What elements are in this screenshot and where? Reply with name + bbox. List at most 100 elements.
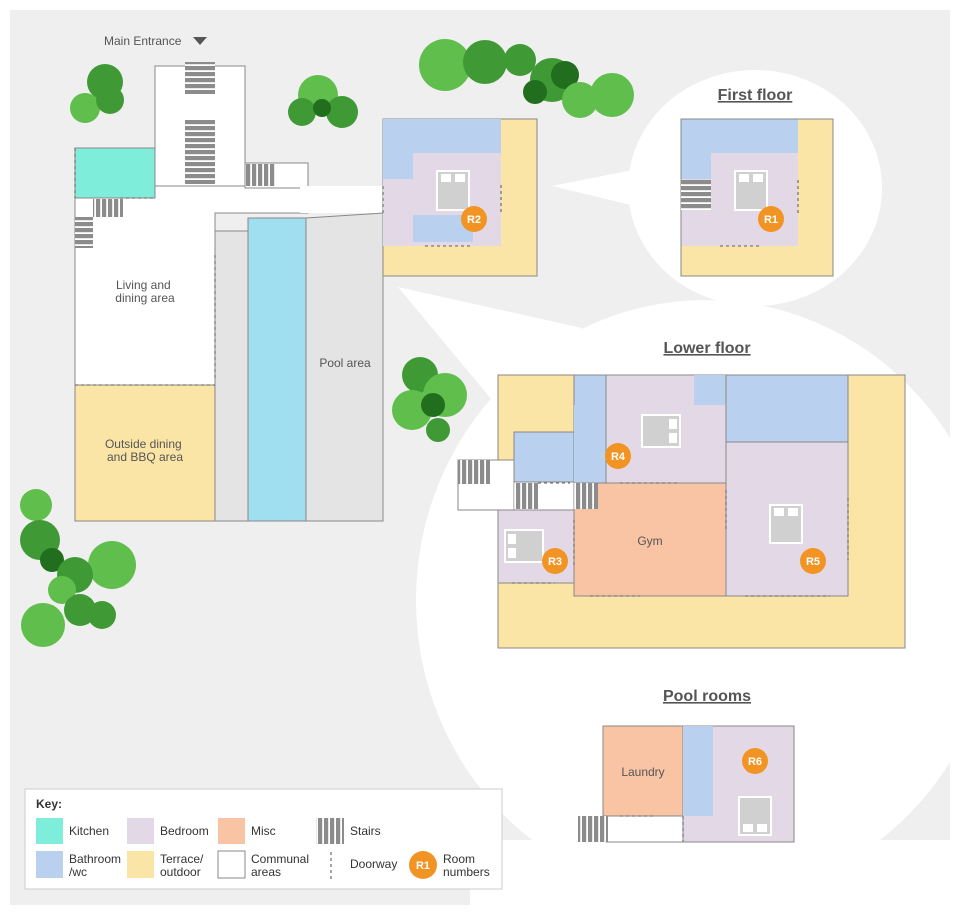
tree-icon bbox=[40, 548, 64, 572]
tree-icon bbox=[426, 418, 450, 442]
lower-stairs-left bbox=[458, 460, 490, 484]
tree-icon bbox=[48, 576, 76, 604]
legend-stairs-swatch bbox=[316, 818, 344, 844]
legend-communal-label: Communal areas bbox=[251, 852, 312, 879]
bed-icon bbox=[504, 529, 544, 563]
room-r2-bathroom bbox=[383, 119, 501, 153]
room-r6-bathroom bbox=[683, 726, 713, 816]
legend-bathroom-label: Bathroom /wc bbox=[69, 852, 124, 879]
legend-misc-swatch bbox=[218, 818, 245, 844]
gym-label: Gym bbox=[637, 534, 662, 548]
first-floor-doorways bbox=[720, 180, 799, 247]
tree-icon bbox=[313, 99, 331, 117]
lower-bathroom-small bbox=[513, 431, 575, 483]
bed-icon bbox=[641, 414, 681, 448]
room-badge-r5: R5 bbox=[800, 548, 826, 574]
bed-icon bbox=[436, 170, 470, 211]
main-doorways bbox=[74, 148, 502, 386]
hall-stairs bbox=[246, 164, 276, 186]
first-floor-stairs bbox=[681, 180, 711, 210]
outside-dining-label: Outside dining and BBQ area bbox=[105, 437, 185, 464]
living-dining-label: Living and dining area bbox=[115, 278, 175, 305]
room-badge-r2: R2 bbox=[461, 206, 487, 232]
legend-misc-label: Misc bbox=[251, 824, 276, 838]
svg-text:R4: R4 bbox=[611, 451, 626, 463]
bed-icon bbox=[734, 170, 768, 211]
lower-floor-title: Lower floor bbox=[663, 340, 750, 357]
tree-icon bbox=[88, 601, 116, 629]
pool-rooms-doorways bbox=[620, 815, 684, 842]
side-corridor bbox=[214, 230, 249, 522]
laundry-label: Laundry bbox=[621, 765, 664, 779]
main-entrance-label: Main Entrance bbox=[104, 34, 182, 48]
room-r5-bathroom bbox=[725, 374, 849, 443]
tree-icon bbox=[463, 40, 507, 84]
legend-bedroom-swatch bbox=[127, 818, 154, 844]
tree-icon bbox=[288, 98, 316, 126]
gym bbox=[573, 482, 727, 597]
pool-rooms-stairs bbox=[578, 816, 608, 842]
first-floor-title: First floor bbox=[718, 87, 793, 104]
room-badge-r1: R1 bbox=[758, 206, 784, 232]
room-r4-bathroom-right bbox=[694, 375, 726, 405]
tree-icon bbox=[523, 80, 547, 104]
room-badge-r4: R4 bbox=[605, 443, 631, 469]
tree-icon bbox=[392, 390, 432, 430]
outside-dining-bbq-area bbox=[74, 384, 216, 522]
lower-floor-doorways bbox=[512, 482, 849, 597]
room-r4-bathroom-left-lower bbox=[574, 405, 592, 483]
svg-text:R3: R3 bbox=[548, 556, 562, 568]
pool-area bbox=[305, 212, 384, 522]
living-stairs bbox=[93, 199, 123, 217]
pool-rooms-passage bbox=[605, 815, 685, 843]
room-badge-r6: R6 bbox=[742, 748, 768, 774]
tree-icon bbox=[20, 489, 52, 521]
tree-icon bbox=[551, 61, 579, 89]
legend-bedroom-label: Bedroom bbox=[160, 824, 209, 838]
svg-text:R6: R6 bbox=[748, 756, 762, 768]
legend-room-badge-text: R1 bbox=[416, 860, 430, 872]
kitchen bbox=[74, 147, 156, 199]
svg-text:R1: R1 bbox=[764, 214, 778, 226]
legend: Key: Kitchen Bedroom Misc Stairs Bathroo… bbox=[24, 788, 503, 890]
tree-icon bbox=[419, 39, 471, 91]
lower-stairs-mid bbox=[514, 483, 538, 509]
room-badge-r3: R3 bbox=[542, 548, 568, 574]
trees bbox=[20, 39, 634, 647]
lower-floor-plan bbox=[457, 374, 906, 649]
bed-icon bbox=[738, 796, 772, 836]
pool-rooms-title: Pool rooms bbox=[663, 688, 751, 705]
legend-room-numbers-label: Room numbers bbox=[443, 852, 490, 879]
tree-icon bbox=[326, 96, 358, 128]
svg-text:R5: R5 bbox=[806, 556, 820, 568]
pool-rooms-plan bbox=[602, 725, 795, 843]
tree-icon bbox=[96, 86, 124, 114]
tree-icon bbox=[64, 594, 96, 626]
legend-stairs-label: Stairs bbox=[350, 824, 381, 838]
swimming-pool bbox=[247, 217, 307, 522]
legend-kitchen-swatch bbox=[36, 818, 63, 844]
tree-icon bbox=[421, 393, 445, 417]
room-r1-bathroom bbox=[681, 119, 798, 153]
entrance-stairs-2 bbox=[185, 120, 215, 184]
tree-icon bbox=[70, 93, 100, 123]
legend-room-badge bbox=[409, 851, 437, 879]
tree-icon bbox=[562, 82, 598, 118]
tree-icon bbox=[88, 541, 136, 589]
entrance-stairs bbox=[185, 62, 215, 94]
legend-title: Key: bbox=[36, 797, 62, 811]
lower-stairs-right bbox=[574, 483, 598, 509]
corridor-connector bbox=[300, 186, 383, 213]
legend-bathroom-swatch bbox=[36, 851, 63, 878]
legend-terrace-swatch bbox=[127, 851, 154, 878]
legend-terrace-label: Terrace/ outdoor bbox=[160, 852, 207, 879]
down-arrow-icon bbox=[193, 37, 207, 45]
tree-icon bbox=[504, 44, 536, 76]
tree-icon bbox=[590, 73, 634, 117]
living-stairs-2 bbox=[75, 217, 93, 248]
svg-text:R2: R2 bbox=[467, 214, 481, 226]
legend-doorway-label: Doorway bbox=[350, 857, 397, 871]
tree-icon bbox=[21, 603, 65, 647]
legend-kitchen-label: Kitchen bbox=[69, 824, 109, 838]
